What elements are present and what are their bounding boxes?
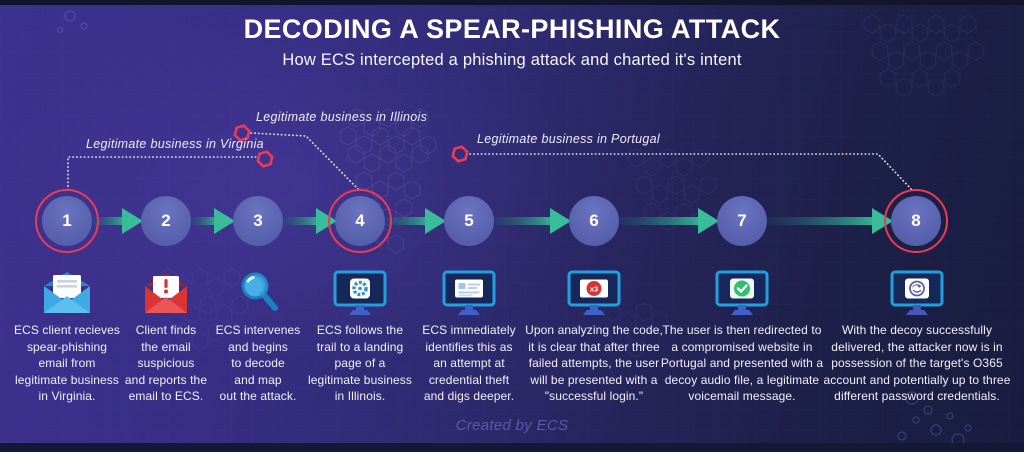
flow-arrow-6 (620, 208, 719, 234)
magnifier-icon (231, 270, 285, 320)
step-number: 8 (911, 211, 921, 230)
step-description-3: ECS intervenes and begins to decode and … (215, 323, 301, 403)
step-description-7: The user is then redirected to a comprom… (660, 323, 824, 403)
step-number: 2 (161, 211, 171, 230)
step-node-1: 1 (35, 189, 99, 253)
step-node-7: 7 (717, 196, 767, 246)
open-email-icon (40, 270, 94, 320)
step-description-6: Upon analyzing the code, it is clear tha… (525, 323, 663, 403)
footer-credit: Created by ECS (455, 417, 569, 434)
step-number: 5 (464, 211, 474, 230)
step-node-3: 3 (233, 196, 283, 246)
step-number: 1 (62, 211, 72, 230)
suspicious-email-icon (139, 270, 193, 320)
monitor-credentials-icon (442, 270, 496, 320)
flow-arrow-2 (192, 208, 235, 234)
flow-arrow-4 (386, 208, 446, 234)
monitor-voicemail-icon (890, 270, 944, 320)
step-description-8: With the decoy successfully delivered, t… (823, 323, 1011, 403)
virginia-hexagon-marker (255, 148, 275, 170)
portugal-hexagon-marker (450, 143, 470, 165)
step-description-4: ECS follows the trail to a landing page … (308, 323, 412, 403)
monitor-check-icon (715, 270, 769, 320)
step-description-5: ECS immediately identifies this as an at… (422, 323, 516, 403)
flow-arrow-5 (495, 208, 571, 234)
step-number: 7 (737, 211, 747, 230)
page-title: DECODING A SPEAR-PHISHING ATTACK (243, 14, 781, 44)
illinois-dotted-line (250, 132, 359, 190)
step-number: 3 (253, 211, 263, 230)
step-node-8: 8 (884, 189, 948, 253)
virginia-dotted-line (67, 156, 257, 191)
step-description-1: ECS client recieves spear-phishing email… (14, 323, 120, 403)
step-description-2: Client finds the email suspicious and re… (124, 323, 208, 403)
step-node-4: 4 (328, 189, 392, 253)
step-number: 4 (355, 211, 365, 230)
bottom-border-strip (0, 443, 1024, 452)
top-border-strip (0, 0, 1024, 5)
flow-arrow-3 (284, 208, 337, 234)
annotation-virginia-label: Legitimate business in Virginia (86, 137, 264, 151)
step-node-2: 2 (141, 196, 191, 246)
annotation-illinois-label: Legitimate business in Illinois (256, 110, 428, 124)
step-number: 6 (589, 211, 599, 230)
page-subtitle: How ECS intercepted a phishing attack an… (282, 51, 742, 69)
monitor-gear-icon (333, 270, 387, 320)
flow-arrow-1 (93, 208, 143, 234)
x3-badge-label: x3 (590, 284, 598, 293)
annotation-portugal-label: Legitimate business in Portugal (477, 132, 661, 146)
step-node-5: 5 (444, 196, 494, 246)
flow-arrow-7 (768, 208, 893, 234)
portugal-dotted-line (469, 153, 914, 192)
monitor-x3-icon: x3 (567, 270, 621, 320)
step-node-6: 6 (569, 196, 619, 246)
